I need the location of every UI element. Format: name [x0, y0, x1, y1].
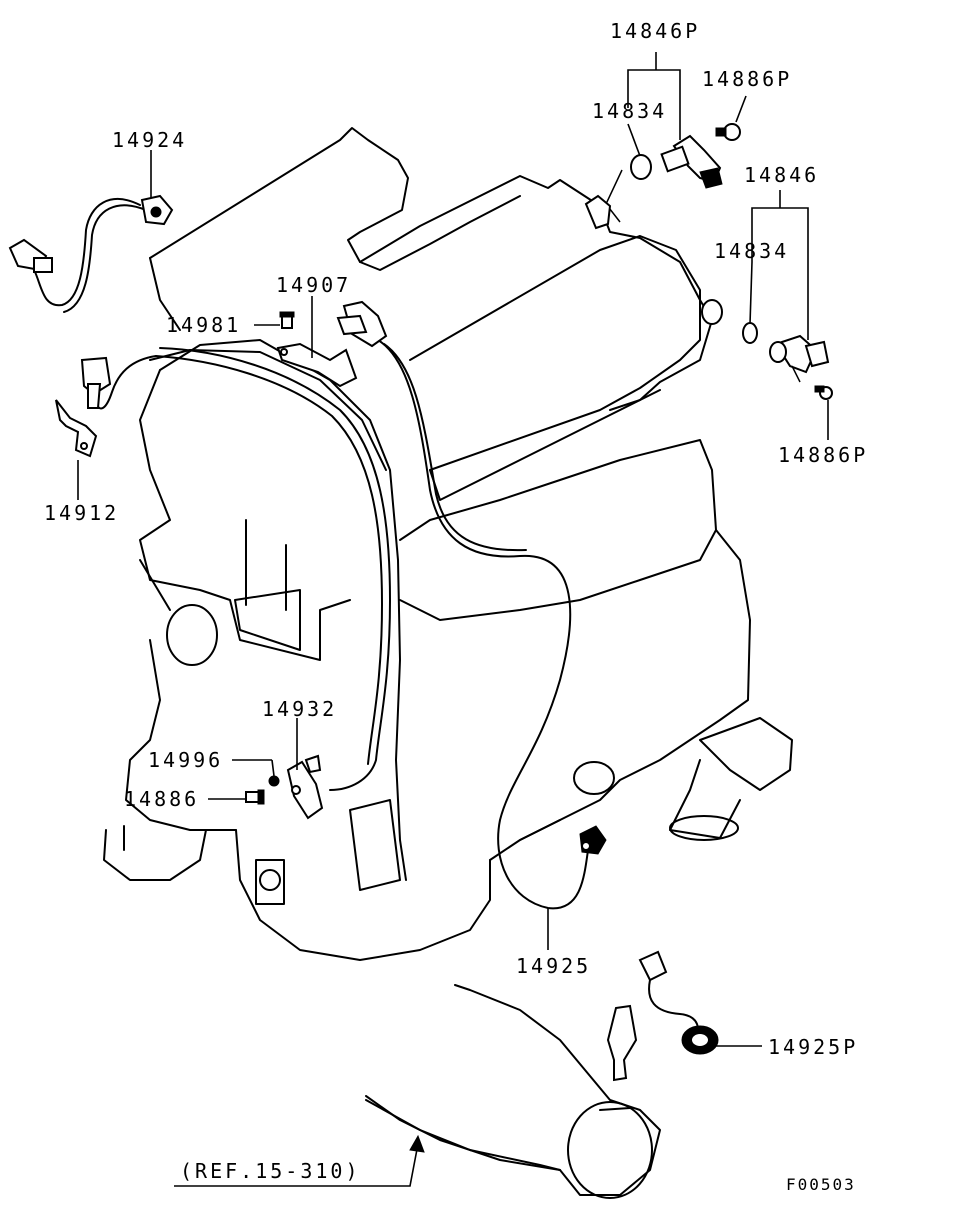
bolt-right-part [814, 385, 833, 400]
bracket-part [276, 342, 358, 388]
label-14925: 14925 [516, 954, 591, 978]
figure-code: F00503 [786, 1175, 856, 1194]
knock-sensor-part [8, 194, 174, 273]
label-14834-right: 14834 [714, 239, 789, 263]
o-ring-top-part [630, 154, 652, 180]
exhaust-manifold-illustration [365, 984, 661, 1199]
label-14886: 14886 [124, 787, 199, 811]
label-14834-top: 14834 [592, 99, 667, 123]
crank-angle-sensor-connector-part [336, 300, 388, 348]
label-14996: 14996 [148, 748, 223, 772]
label-14932: 14932 [262, 697, 337, 721]
wiring-harness [29, 198, 589, 910]
bolt-14886-part [245, 789, 265, 805]
label-14846: 14846 [744, 163, 819, 187]
sensor-14932-part [286, 754, 324, 820]
o-ring-right-part [742, 322, 758, 344]
bolt-top-part [715, 123, 741, 141]
o-ring-14996-part [268, 775, 280, 787]
camshaft-position-sensor-top-part [584, 134, 723, 230]
leader-lines [77, 52, 829, 1187]
label-14981: 14981 [166, 313, 241, 337]
label-14907: 14907 [276, 273, 351, 297]
sensor-bracket-part [55, 356, 112, 458]
part-number-labels: 14846P 14886P 14834 14924 14846 14834 14… [44, 19, 868, 1194]
oxygen-sensor-part [579, 825, 607, 855]
label-14886P-right: 14886P [778, 443, 868, 467]
label-14925P: 14925P [768, 1035, 858, 1059]
label-14924: 14924 [112, 128, 187, 152]
oxygen-sensor-exhaust-part [606, 950, 719, 1082]
label-14846P: 14846P [610, 19, 700, 43]
engine-block-illustration [103, 127, 793, 961]
bolt-14981-part [279, 311, 295, 329]
label-14912: 14912 [44, 501, 119, 525]
label-ref-15-310: (REF.15-310) [180, 1159, 361, 1183]
label-14886P-top: 14886P [702, 67, 792, 91]
camshaft-position-sensor-right-part [701, 299, 830, 383]
